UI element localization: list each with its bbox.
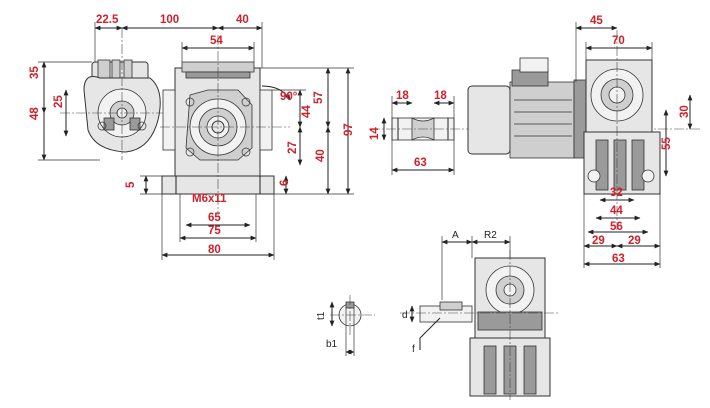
dim-75: 75 (208, 225, 221, 237)
dim-14: 14 (369, 127, 381, 140)
front-view-gearbox (160, 35, 290, 215)
shaft-key-section (330, 295, 375, 335)
dim-70: 70 (612, 35, 625, 47)
dim-25: 25 (53, 95, 65, 108)
side-view-flange (60, 28, 168, 160)
dim-44-horizontal: 44 (610, 205, 623, 217)
dim-29-right: 29 (628, 235, 641, 247)
dimension-labels: 22.5 100 40 54 35 48 25 90° 44 57 97 27 … (29, 14, 691, 265)
label-b1: b1 (326, 339, 338, 350)
dim-18-left: 18 (396, 90, 409, 102)
dim-54: 54 (210, 35, 223, 47)
dim-30: 30 (679, 105, 691, 118)
dim-100: 100 (160, 14, 179, 26)
label-a: A (452, 230, 459, 241)
dim-48: 48 (29, 107, 41, 120)
dim-32: 32 (610, 187, 623, 199)
dim-57: 57 (313, 91, 325, 104)
symbol-labels: A R2 d t1 b1 f (316, 230, 497, 355)
dim-90-deg: 90° (280, 91, 298, 103)
label-d: d (402, 310, 408, 321)
dim-40-vertical: 40 (315, 149, 327, 162)
dimension-lines (38, 22, 693, 356)
dim-97: 97 (343, 123, 355, 136)
label-t1: t1 (316, 311, 327, 320)
dim-45: 45 (590, 15, 603, 27)
dim-40-top: 40 (236, 14, 249, 26)
dim-80: 80 (208, 244, 221, 256)
dim-63-shaft: 63 (414, 157, 427, 169)
dim-22-5: 22.5 (96, 14, 119, 26)
motor-gearbox-top-view (467, 30, 661, 230)
dim-6: 6 (279, 180, 291, 186)
dim-44-vertical: 44 (301, 105, 313, 118)
thread-m6x11: M6x11 (192, 193, 227, 205)
dim-18-right: 18 (434, 90, 447, 102)
dim-29-left: 29 (592, 235, 605, 247)
dim-55: 55 (661, 137, 673, 150)
dim-63-right: 63 (612, 253, 625, 265)
label-r2: R2 (484, 230, 497, 241)
dim-65: 65 (208, 212, 221, 224)
label-f: f (412, 344, 415, 355)
gearbox-with-output-shaft (400, 250, 560, 400)
dim-27: 27 (287, 141, 299, 154)
dim-56: 56 (610, 221, 623, 233)
dim-35: 35 (29, 66, 41, 79)
dim-5: 5 (125, 181, 137, 188)
